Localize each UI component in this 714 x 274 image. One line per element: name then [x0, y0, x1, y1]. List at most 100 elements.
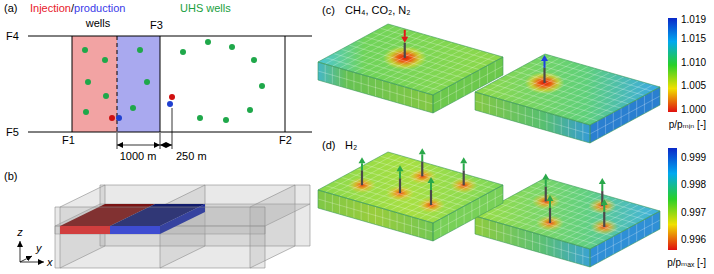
grid-line	[583, 209, 653, 247]
block-outline	[318, 152, 503, 223]
well-arrow	[545, 179, 547, 186]
colorbar-tick: 1.010	[681, 57, 706, 68]
colorbar-tick: 0.999	[681, 152, 706, 163]
injection-production-dot	[109, 115, 115, 121]
colorbar-tick: 0.997	[681, 207, 706, 218]
well-arrow	[603, 205, 605, 212]
block-outline	[318, 190, 433, 241]
grid-line	[590, 96, 660, 134]
block-outline	[475, 216, 590, 267]
legend-text: UHS wells	[180, 2, 231, 14]
well-arrow	[430, 183, 432, 190]
grid-line	[361, 36, 431, 74]
grid-line	[514, 195, 629, 228]
grid-line	[483, 88, 598, 121]
block-outline	[433, 57, 503, 113]
grid-line	[397, 47, 467, 85]
grid-line	[498, 203, 613, 236]
well-arrow	[404, 30, 406, 37]
colorbar-tick: 0.996	[681, 234, 706, 245]
legend-text: production	[74, 2, 125, 14]
colorbar-tick: 1.000	[681, 104, 706, 115]
grid-line	[433, 66, 503, 104]
uhs-well-dot	[223, 117, 229, 123]
grid-line	[525, 192, 595, 230]
grid-line	[568, 81, 638, 119]
grid-line	[390, 45, 460, 83]
grid-line	[349, 45, 464, 78]
uhs-well-dot	[259, 83, 265, 89]
grid-line	[341, 49, 456, 82]
colorbar	[668, 18, 677, 112]
well-arrow	[399, 171, 401, 178]
well-pipe	[399, 178, 401, 193]
colorbar-tick: 1.015	[681, 33, 706, 44]
block-outline	[318, 62, 433, 113]
dimension-arrow	[117, 145, 160, 146]
grid-line	[561, 203, 631, 241]
grid-line	[498, 79, 613, 112]
grid-line	[540, 197, 610, 235]
grid-line	[433, 194, 503, 232]
fault-name: F1	[62, 134, 75, 146]
grid-line	[522, 191, 637, 224]
colorbar-tick: 1.019	[681, 14, 706, 25]
grid-line	[354, 34, 424, 72]
well-pipe	[404, 43, 406, 58]
grid-line	[376, 169, 446, 207]
grid-line	[347, 160, 417, 198]
grid-line	[547, 199, 617, 237]
grid-line	[326, 186, 441, 219]
grid-line	[554, 77, 624, 115]
uhs-well-dot	[85, 79, 91, 85]
dimension-tick	[160, 133, 161, 149]
grid-line	[318, 71, 433, 104]
grid-line	[380, 156, 495, 189]
top-face	[318, 152, 503, 223]
grid-line	[357, 41, 472, 74]
grid-line	[326, 58, 441, 91]
well-arrow-head	[359, 157, 366, 163]
block-outline	[590, 87, 660, 143]
well-arrow-head	[547, 195, 554, 201]
well-arrow-head	[460, 157, 467, 163]
grid-line	[318, 199, 433, 232]
grid-lines	[318, 154, 503, 239]
well-arrow	[601, 184, 603, 191]
grid-line	[361, 164, 431, 202]
colorbar-tick: 0.998	[681, 179, 706, 190]
axis-arrow	[20, 262, 44, 263]
grid-line	[372, 160, 487, 193]
reservoir-block	[318, 148, 503, 241]
well-pipe	[421, 161, 423, 176]
well-arrow-head	[401, 37, 408, 43]
grid-line	[475, 225, 590, 258]
grid-line	[354, 162, 424, 200]
colorbar	[668, 148, 677, 250]
well-pipe	[549, 208, 551, 223]
grid-line	[357, 169, 472, 202]
grid-line	[522, 67, 637, 100]
uhs-well-dot	[130, 105, 136, 111]
fault-name: F3	[150, 19, 163, 31]
grid-line	[547, 75, 617, 113]
legend-text: /	[71, 2, 74, 14]
well-arrow-head	[541, 55, 548, 61]
fault-line	[285, 36, 286, 132]
well-arrow	[421, 154, 423, 161]
dimension-tick	[117, 133, 118, 149]
colorbar-title: p/pₘₐₓ [-]	[667, 257, 706, 268]
uhs-well-dot	[137, 47, 143, 53]
grid-line	[426, 55, 496, 93]
panel-label: (c)	[322, 4, 335, 16]
colorbar-title: p/pₘᵢₙ [-]	[669, 119, 706, 130]
grid-line	[590, 220, 660, 258]
grid-line	[419, 181, 489, 219]
grid-line	[390, 173, 460, 211]
uhs-well-dot	[229, 44, 235, 50]
legend-text: wells	[86, 17, 110, 29]
well-arrow	[544, 61, 546, 68]
grid-line	[365, 37, 480, 70]
